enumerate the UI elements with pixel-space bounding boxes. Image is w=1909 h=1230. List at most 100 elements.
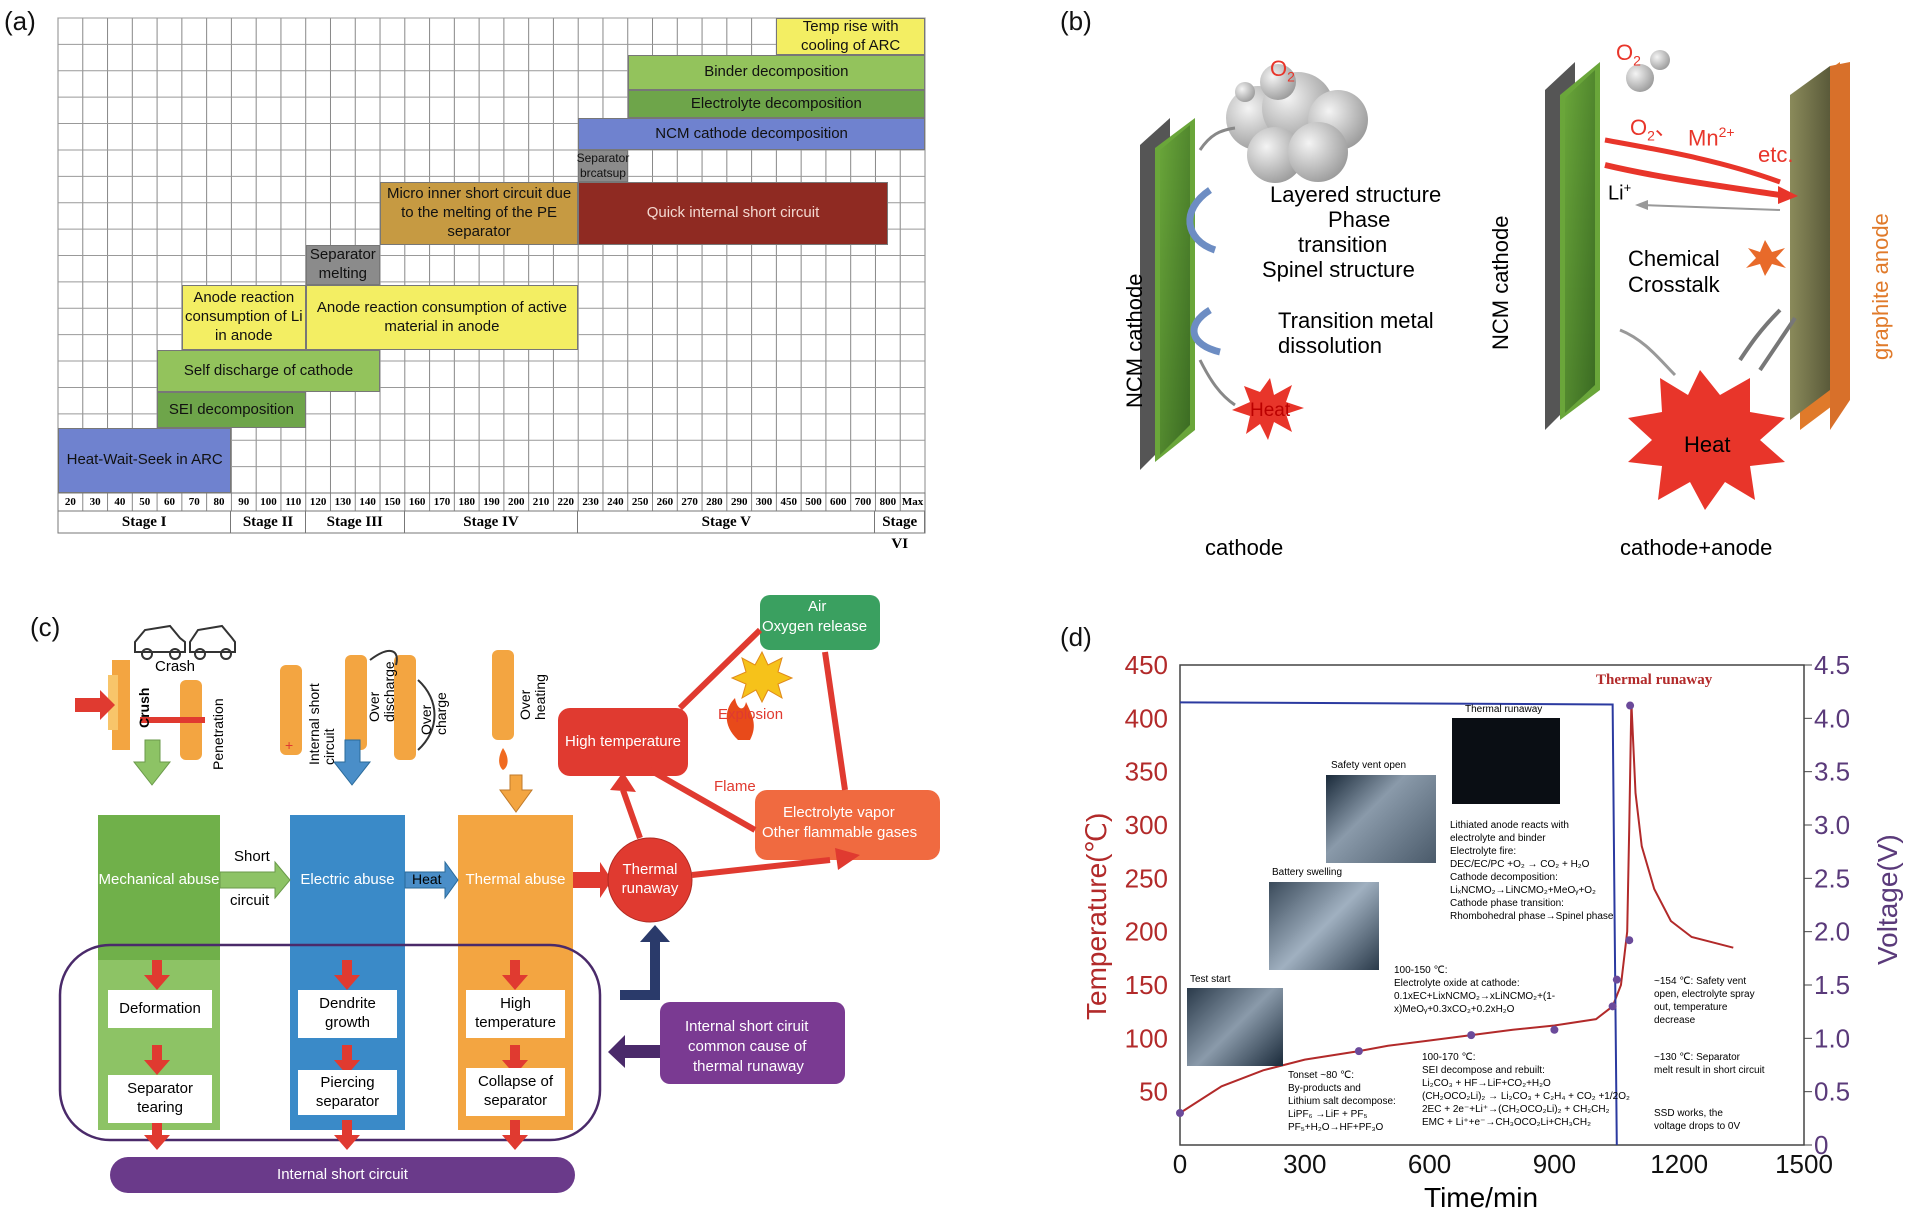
battery-swelling-photo <box>1269 882 1379 970</box>
temperature-tick: 500 <box>805 496 822 508</box>
reaction-note: LiₓNCMO₂→LiNCMO₂+MeOᵧ+O₂ <box>1450 885 1596 896</box>
temperature-tick: 210 <box>532 496 550 508</box>
stage-bar: Separator brcatsup <box>576 150 630 182</box>
arrow-head <box>1778 186 1798 204</box>
dissolution-text: dissolution <box>1278 333 1382 358</box>
deformation-label: Deformation <box>119 999 201 1017</box>
note-130: ~130 ℃: Separator <box>1654 1052 1741 1063</box>
x-tick: 900 <box>1533 1149 1576 1179</box>
plot-frame <box>1179 664 1805 1146</box>
temperature-tick: 200 <box>508 496 525 508</box>
temperature-tick: 90 <box>238 496 250 508</box>
note-onset: Tonset ~80 ℃: <box>1288 1070 1354 1081</box>
temperature-marker <box>1625 936 1634 945</box>
cause-line-3: thermal runaway <box>693 1058 804 1075</box>
down-arrow <box>332 739 372 786</box>
temperature-tick: 190 <box>483 496 500 508</box>
note-100-150: 100-150 ℃: <box>1394 965 1448 976</box>
stage-bar: NCM cathode decomposition <box>578 118 925 150</box>
temperature-tick: 120 <box>309 496 327 508</box>
explosion-icon <box>730 650 794 704</box>
right-bubble <box>1626 64 1654 92</box>
temperature-tick: 100 <box>260 496 277 508</box>
stage-label: Stage I <box>58 511 232 533</box>
x-tick: 1500 <box>1775 1149 1833 1179</box>
x-tick: 600 <box>1408 1149 1451 1179</box>
note-100-170: 100-170 ℃: <box>1422 1052 1476 1063</box>
temperature-tick: 180 <box>458 496 475 508</box>
piercing-separator-label: Piercing separator <box>315 1073 380 1110</box>
note-130: melt result in short circuit <box>1654 1065 1765 1076</box>
stage-bar: Separator melting <box>305 245 381 285</box>
internal-short-circuit-label: Internal short circuit <box>277 1165 408 1183</box>
right-caption: cathode+anode <box>1620 535 1773 560</box>
temperature-tick: 280 <box>706 496 723 508</box>
runaway-arrow <box>573 862 612 898</box>
photo-label-battery-swelling: Battery swelling <box>1272 867 1343 878</box>
abuse-flow-diagram: + <box>58 595 940 1193</box>
right-y-tick: 4.5 <box>1814 650 1850 680</box>
crush-battery-icon <box>75 660 130 750</box>
left-heat-label: Heat <box>1250 400 1291 421</box>
right-y-tick: 3.5 <box>1814 757 1850 787</box>
down-arrow <box>132 739 172 786</box>
cause-arrow <box>608 1035 660 1068</box>
dissolution-arrow <box>1190 306 1221 356</box>
temperature-tick: 60 <box>163 496 175 508</box>
thermal-abuse-label: Thermal abuse <box>465 870 566 888</box>
stage-bar: Anode reaction consumption of Li in anod… <box>181 285 306 350</box>
stage-bar: Binder decomposition <box>627 55 925 90</box>
note-100-170: EMC + Li⁺+e⁻→CH₃OCO₂Li+CH₃CH₂ <box>1422 1117 1591 1128</box>
temperature-tick: 220 <box>557 496 575 508</box>
temperature-tick: 80 <box>213 496 225 508</box>
left-y-tick: 100 <box>1125 1023 1168 1053</box>
crosstalk-illustration <box>1140 50 1850 510</box>
left-y-tick: 300 <box>1125 810 1168 840</box>
temperature-marker <box>1612 975 1621 984</box>
stage-bar: Anode reaction consumption of active mat… <box>305 285 579 350</box>
high-temperature-box <box>558 708 688 776</box>
transition-text: transition <box>1298 232 1388 257</box>
right-heat-burst <box>1628 370 1785 510</box>
heat-arrow <box>1758 316 1797 372</box>
right-y-tick: 1.5 <box>1814 970 1850 1000</box>
reaction-note: Electrolyte fire: <box>1450 846 1517 857</box>
note-onset: By-products and <box>1288 1083 1361 1094</box>
right-y-tick: 0 <box>1814 1130 1828 1160</box>
separator-tearing-label: Separator tearing <box>127 1080 193 1116</box>
temperature-tick: 20 <box>64 496 76 508</box>
temperature-marker <box>1626 701 1635 710</box>
anode-label: graphite anode <box>1868 213 1893 360</box>
chart-title: Thermal runaway <box>1596 672 1713 688</box>
electric-batteries-icon: + <box>280 655 416 760</box>
temperature-voltage-chart: 450400350300250200150100504.54.03.53.02.… <box>1125 650 1851 1179</box>
chemical-text: Chemical <box>1628 246 1720 271</box>
temperature-tick: 800 <box>879 496 897 508</box>
reaction-note: Rhombohedral phase→Spinel phase <box>1450 911 1614 922</box>
x-axis-label: Time/min <box>1424 1182 1539 1213</box>
mn-label: Mn2+ <box>1688 124 1735 151</box>
temperature-marker <box>1467 1031 1476 1040</box>
mechanical-abuse-label: Mechanical abuse <box>98 870 220 888</box>
svg-text:+: + <box>285 737 293 753</box>
right-y-axis-label: Voltage(V) <box>1872 834 1903 965</box>
reaction-note: electrolyte and binder <box>1450 833 1546 844</box>
safety-vent-photo <box>1326 775 1436 863</box>
left-caption: cathode <box>1205 535 1284 560</box>
crosstalk-arrow <box>1604 137 1781 185</box>
short-label: Short <box>234 848 270 865</box>
left-y-tick: 250 <box>1125 863 1168 893</box>
reaction-note: Lithiated anode reacts with <box>1450 820 1569 831</box>
left-cathode-plate <box>1140 118 1195 470</box>
crash-label: Crash <box>155 658 196 675</box>
x-tick: 0 <box>1173 1149 1187 1179</box>
cause-line-1: Internal short ciruit <box>685 1018 809 1035</box>
dendrite-growth-label: Dendrite growth <box>319 995 376 1031</box>
graphite-anode-plate <box>1790 62 1850 430</box>
stage-bar: Temp rise with cooling of ARC <box>776 18 925 55</box>
note-154: decrease <box>1654 1015 1696 1026</box>
flammable-gases-label: Other flammable gases <box>762 824 918 841</box>
air-label: Air <box>808 598 827 615</box>
flame-label: Flame <box>714 778 756 795</box>
